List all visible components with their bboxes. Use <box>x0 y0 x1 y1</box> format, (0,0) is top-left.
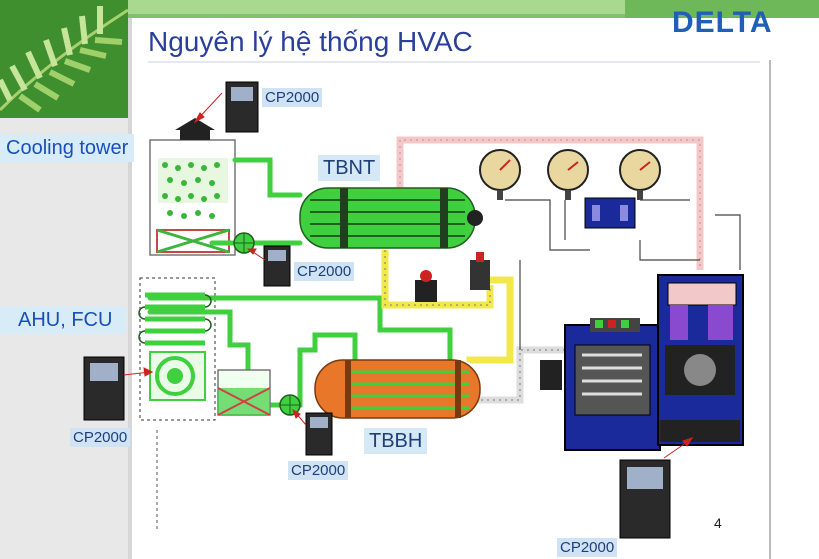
left-strip <box>0 118 128 559</box>
left-divider <box>128 18 132 559</box>
fern-decoration <box>0 0 129 118</box>
drive-condenser-pump <box>263 245 291 287</box>
expansion-valve <box>415 252 490 302</box>
brand-text: DELTA <box>672 6 773 39</box>
drive-label-compressor: CP2000 <box>557 538 618 557</box>
drive-label-cooling-tower: CP2000 <box>262 88 323 107</box>
label-evaporator: TBBH <box>364 428 428 454</box>
label-cooling-tower: Cooling tower <box>0 134 135 162</box>
drive-cooling-tower <box>225 81 259 133</box>
drive-compressor <box>619 459 671 539</box>
evaporator-tbbh <box>314 359 481 419</box>
drive-chilled-pump <box>305 412 333 456</box>
condenser-water-pump <box>233 232 255 254</box>
condenser-tbnt <box>299 187 483 249</box>
drive-label-ahu-fan: CP2000 <box>70 428 131 447</box>
pointer-arrows <box>123 92 694 459</box>
compressor <box>540 274 744 451</box>
header-band-right <box>625 0 819 18</box>
page-number: 4 <box>714 515 722 531</box>
liquid-pipe <box>381 250 514 364</box>
ahu-coil <box>138 292 212 346</box>
ahu-drain-tank <box>217 369 271 416</box>
control-block <box>584 197 636 229</box>
delta-logo: DELTA <box>672 6 773 40</box>
chilled-water-pump <box>279 394 301 416</box>
suction-pipe <box>475 346 565 404</box>
label-ahu-fcu: AHU, FCU <box>0 306 127 334</box>
drive-label-condenser-pump: CP2000 <box>294 262 355 281</box>
gauge-lines <box>505 199 741 350</box>
drive-ahu-fan <box>83 356 125 421</box>
drive-label-chilled-pump: CP2000 <box>288 461 349 480</box>
ahu-fan <box>149 351 206 401</box>
pressure-gauges <box>479 149 661 200</box>
ahu-enclosure <box>139 277 216 421</box>
page-title: Nguyên lý hệ thống HVAC <box>148 26 473 57</box>
header-band-light <box>125 0 625 14</box>
label-condenser: TBNT <box>318 155 381 181</box>
hot-gas-pipe <box>396 136 704 270</box>
cooling-tower <box>149 118 236 256</box>
